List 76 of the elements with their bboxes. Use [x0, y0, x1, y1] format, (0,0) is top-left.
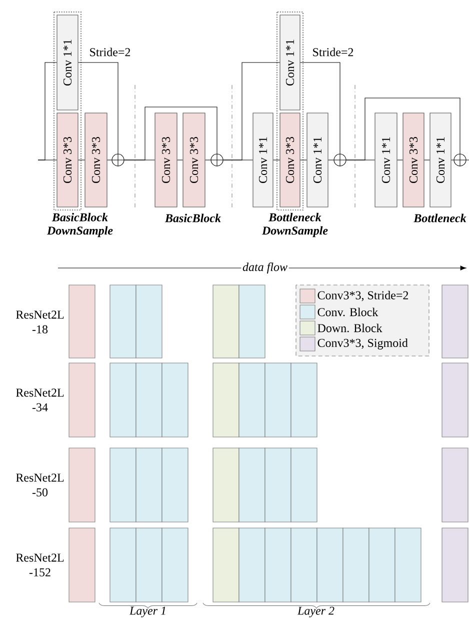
legend-label: Conv3*3, Stride=2: [318, 290, 408, 302]
layer-block: [264, 362, 292, 438]
row-label: ResNet2L -152: [16, 554, 64, 576]
layer-block: [136, 448, 162, 522]
edge-label: Stride=2: [310, 46, 356, 58]
connector-line: [78, 62, 118, 154]
layer-block: [368, 528, 396, 602]
layer-block: [68, 528, 96, 602]
conv-box: Conv 3*3: [280, 112, 300, 208]
conv-box: Conv 3*3: [182, 112, 206, 208]
layer-block: [68, 362, 96, 438]
layer-block: [68, 284, 96, 358]
layer-block: [238, 528, 266, 602]
conv-box: Conv 3*3: [56, 112, 78, 208]
layer-block: [110, 284, 136, 358]
layer-block: [162, 448, 188, 522]
layer-block: [162, 362, 188, 438]
layer-block: [442, 362, 468, 438]
layer-block: [212, 362, 240, 438]
conv-box: Conv 3*3: [402, 112, 424, 208]
connector-line: [300, 62, 340, 154]
block-caption: Bottleneck: [414, 214, 466, 222]
layer-block: [238, 448, 266, 522]
block-caption: BasicBlock: [164, 214, 221, 222]
layer-block: [264, 528, 292, 602]
layer-block: [162, 528, 188, 602]
edge-label: Stride=2: [88, 46, 132, 58]
layer-block: [212, 448, 240, 522]
sum-symbol: [111, 153, 125, 167]
sum-symbol: [333, 153, 347, 167]
conv-box: Conv 3*3: [154, 112, 178, 208]
layer-block: [290, 362, 318, 438]
layer-block: [264, 448, 292, 522]
layer-block: [110, 362, 136, 438]
row-label: ResNet2L -34: [16, 388, 64, 412]
connector-line: [124, 106, 218, 160]
layer-block: [342, 528, 370, 602]
conv-box: Conv 1*1: [306, 112, 328, 208]
legend-label: Down. Block: [318, 324, 382, 332]
layer-block: [290, 528, 318, 602]
layer-block: [110, 448, 136, 522]
layer-block: [238, 284, 266, 358]
row-label: ResNet2L -50: [16, 474, 64, 496]
conv-box: Conv 1*1: [430, 112, 452, 208]
layer-block: [212, 528, 240, 602]
layer-block: [442, 448, 468, 522]
layer-block: [136, 528, 162, 602]
flow-label: data flow: [241, 261, 289, 275]
layer-block: [110, 528, 136, 602]
block-caption: BasicBlock DownSample: [46, 212, 113, 238]
sum-symbol: [453, 153, 467, 167]
block-caption: Bottleneck DownSample: [262, 212, 328, 238]
conv-box: Conv 1*1: [280, 14, 300, 110]
conv-box: Conv 1*1: [374, 112, 398, 208]
layer-block: [136, 284, 162, 358]
connector-line: [346, 98, 460, 160]
sum-symbol: [210, 153, 224, 167]
conv-box: Conv 3*3: [84, 112, 108, 208]
layer-block: [136, 362, 162, 438]
layer-block: [394, 528, 422, 602]
conv-box: Conv 1*1: [252, 112, 274, 208]
layer-block: [442, 284, 468, 358]
conv-box: Conv 1*1: [56, 14, 78, 110]
layer-block: [238, 362, 266, 438]
layer-label: Layer 2: [297, 606, 334, 618]
layer-label: Layer 1: [129, 606, 166, 618]
layer-block: [442, 528, 468, 602]
layer-block: [290, 448, 318, 522]
connector-line: [38, 62, 57, 160]
layer-block: [212, 284, 240, 358]
layer-block: [68, 448, 96, 522]
legend-label: Conv. Block: [318, 308, 378, 316]
legend-label: Conv3*3, Sigmoid: [318, 338, 408, 350]
row-label: ResNet2L -18: [16, 310, 64, 334]
connector-line: [223, 62, 280, 160]
layer-block: [316, 528, 344, 602]
